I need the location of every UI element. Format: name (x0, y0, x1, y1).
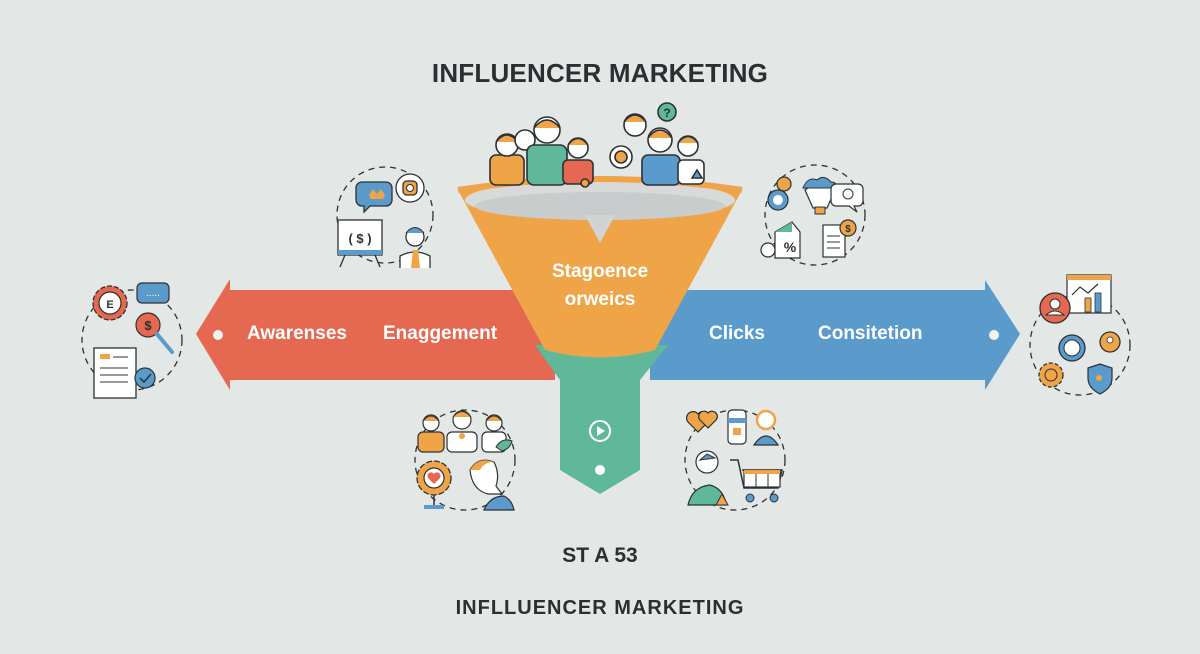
analysis-icon: E ..... $ (81, 282, 183, 399)
right-arrow (650, 280, 1020, 390)
svg-text:E: E (106, 299, 113, 311)
funnel-label-line1: Stagoence (551, 261, 649, 282)
stage-label-awareness: Awarenses (247, 323, 347, 344)
page-title: INFLUENCER MARKETING (431, 58, 769, 88)
svg-text:$: $ (845, 224, 851, 235)
audience-group-icon: ? (489, 102, 705, 188)
community-icon (414, 409, 516, 511)
svg-text:$: $ (144, 318, 152, 333)
stage-label-clicks: Clicks (709, 323, 765, 344)
svg-text:.....: ..... (146, 288, 160, 299)
svg-text:( $ ): ( $ ) (348, 231, 371, 246)
play-icon (597, 426, 605, 436)
funnel-cone (457, 176, 743, 358)
funnel-label-line2: orweics (564, 289, 636, 310)
sponsorship-icon: ( $ ) (336, 166, 434, 268)
stage-label-conversion: Consitetion (818, 323, 923, 344)
stage-subtitle: ST A 53 (562, 544, 638, 567)
campaign-finance-icon: % $ (760, 164, 866, 266)
left-arrow (196, 279, 555, 390)
svg-text:%: % (784, 239, 797, 255)
funnel-stem (535, 345, 668, 494)
shopping-icon (684, 409, 786, 511)
footer-title: INFLLUENCER MARKETING (455, 597, 745, 619)
stage-label-engagement: Enaggement (383, 323, 498, 344)
analytics-icon (1029, 274, 1131, 396)
svg-text:?: ? (663, 106, 670, 120)
